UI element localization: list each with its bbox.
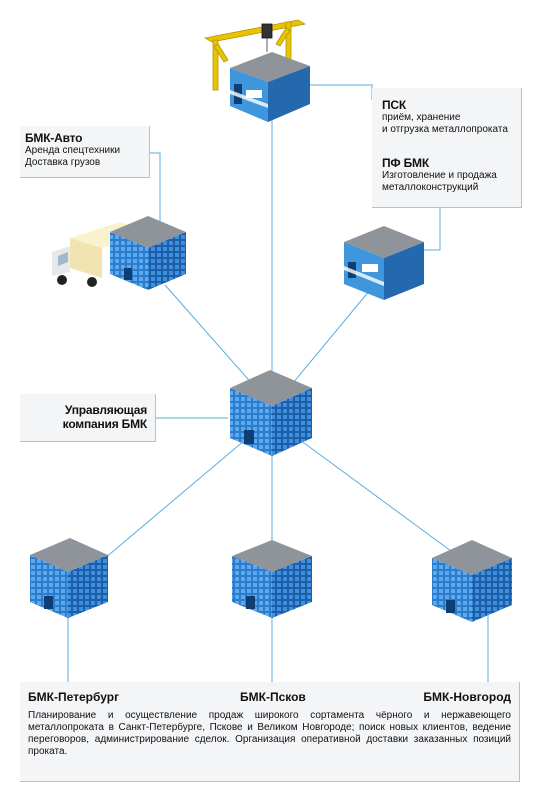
management-line-2: компания БМК (62, 417, 148, 431)
psk-line-2: и отгрузка металлопроката (382, 124, 508, 135)
connector-avto-label (150, 152, 161, 230)
region-title-spb: БМК-Петербург (28, 690, 120, 704)
connector-psk-label (310, 84, 373, 100)
avto-line-2: Доставка грузов (25, 157, 101, 168)
regions-label-box: БМК-Петербург БМК-Псков БМК-Новгород Пла… (20, 682, 520, 782)
psk-title: ПСК (382, 98, 407, 112)
spb-building-icon (30, 538, 108, 618)
psk-pf-label-box: ПСК приём, хранение и отгрузка металлопр… (372, 88, 522, 208)
connector-uk-avto (164, 284, 263, 396)
region-title-pskov: БМК-Псков (240, 690, 306, 704)
novgorod-building-icon (432, 540, 512, 622)
psk-line-1: приём, хранение (382, 112, 461, 123)
management-label-box: Управляющая компания БМК (20, 394, 156, 442)
avto-title: БМК-Авто (25, 131, 83, 145)
avto-building-icon (110, 216, 186, 290)
region-title-novgorod: БМК-Новгород (423, 690, 511, 704)
pskov-building-icon (232, 540, 312, 618)
management-line-1: Управляющая (64, 403, 147, 417)
pf-line-1: Изготовление и продажа (382, 170, 497, 181)
connector-uk-pf (282, 289, 371, 396)
pf-workshop-icon (344, 226, 424, 300)
avto-line-1: Аренда спецтехники (25, 145, 121, 156)
regions-description: Планирование и осуществление продаж широ… (28, 710, 511, 757)
pf-line-2: металлоконструкций (382, 182, 479, 193)
psk-warehouse-icon (203, 19, 310, 122)
management-building-icon (230, 370, 312, 456)
connector-uk-spb (84, 439, 246, 576)
connector-uk-novgorod (299, 439, 471, 566)
pf-title: ПФ БМК (382, 156, 429, 170)
avto-label-box: БМК-Авто Аренда спецтехники Доставка гру… (20, 126, 150, 178)
